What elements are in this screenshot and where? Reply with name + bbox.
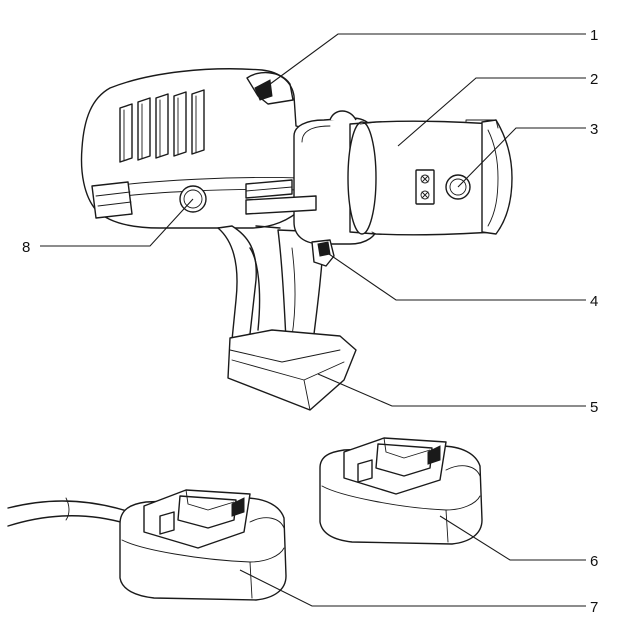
- leader-lines: [40, 33, 586, 607]
- callout-2: 2: [590, 71, 598, 88]
- leader-7: [239, 569, 586, 607]
- leader-8: [40, 198, 194, 247]
- callout-1: 1: [590, 27, 598, 44]
- leader-2: [397, 77, 586, 147]
- callout-3: 3: [590, 121, 598, 138]
- handle: [217, 225, 257, 341]
- callout-labels: 1 2 3 4 5 6 7 8: [22, 27, 598, 616]
- leader-3: [457, 127, 586, 188]
- leader-5: [317, 373, 586, 407]
- callout-5: 5: [590, 399, 598, 416]
- press-tool-drawing: [80, 68, 513, 411]
- leader-4: [325, 251, 586, 301]
- top-switch-icon: [254, 79, 273, 101]
- battery-pack-7: [7, 489, 287, 601]
- battery-mount: [227, 329, 357, 411]
- callout-4: 4: [590, 293, 598, 310]
- callout-6: 6: [590, 553, 598, 570]
- leader-1: [261, 33, 586, 91]
- leader-6: [439, 515, 586, 561]
- battery-pack-6: [319, 437, 483, 545]
- vent-grille: [119, 89, 205, 163]
- callout-7: 7: [590, 599, 598, 616]
- callout-8: 8: [22, 239, 30, 256]
